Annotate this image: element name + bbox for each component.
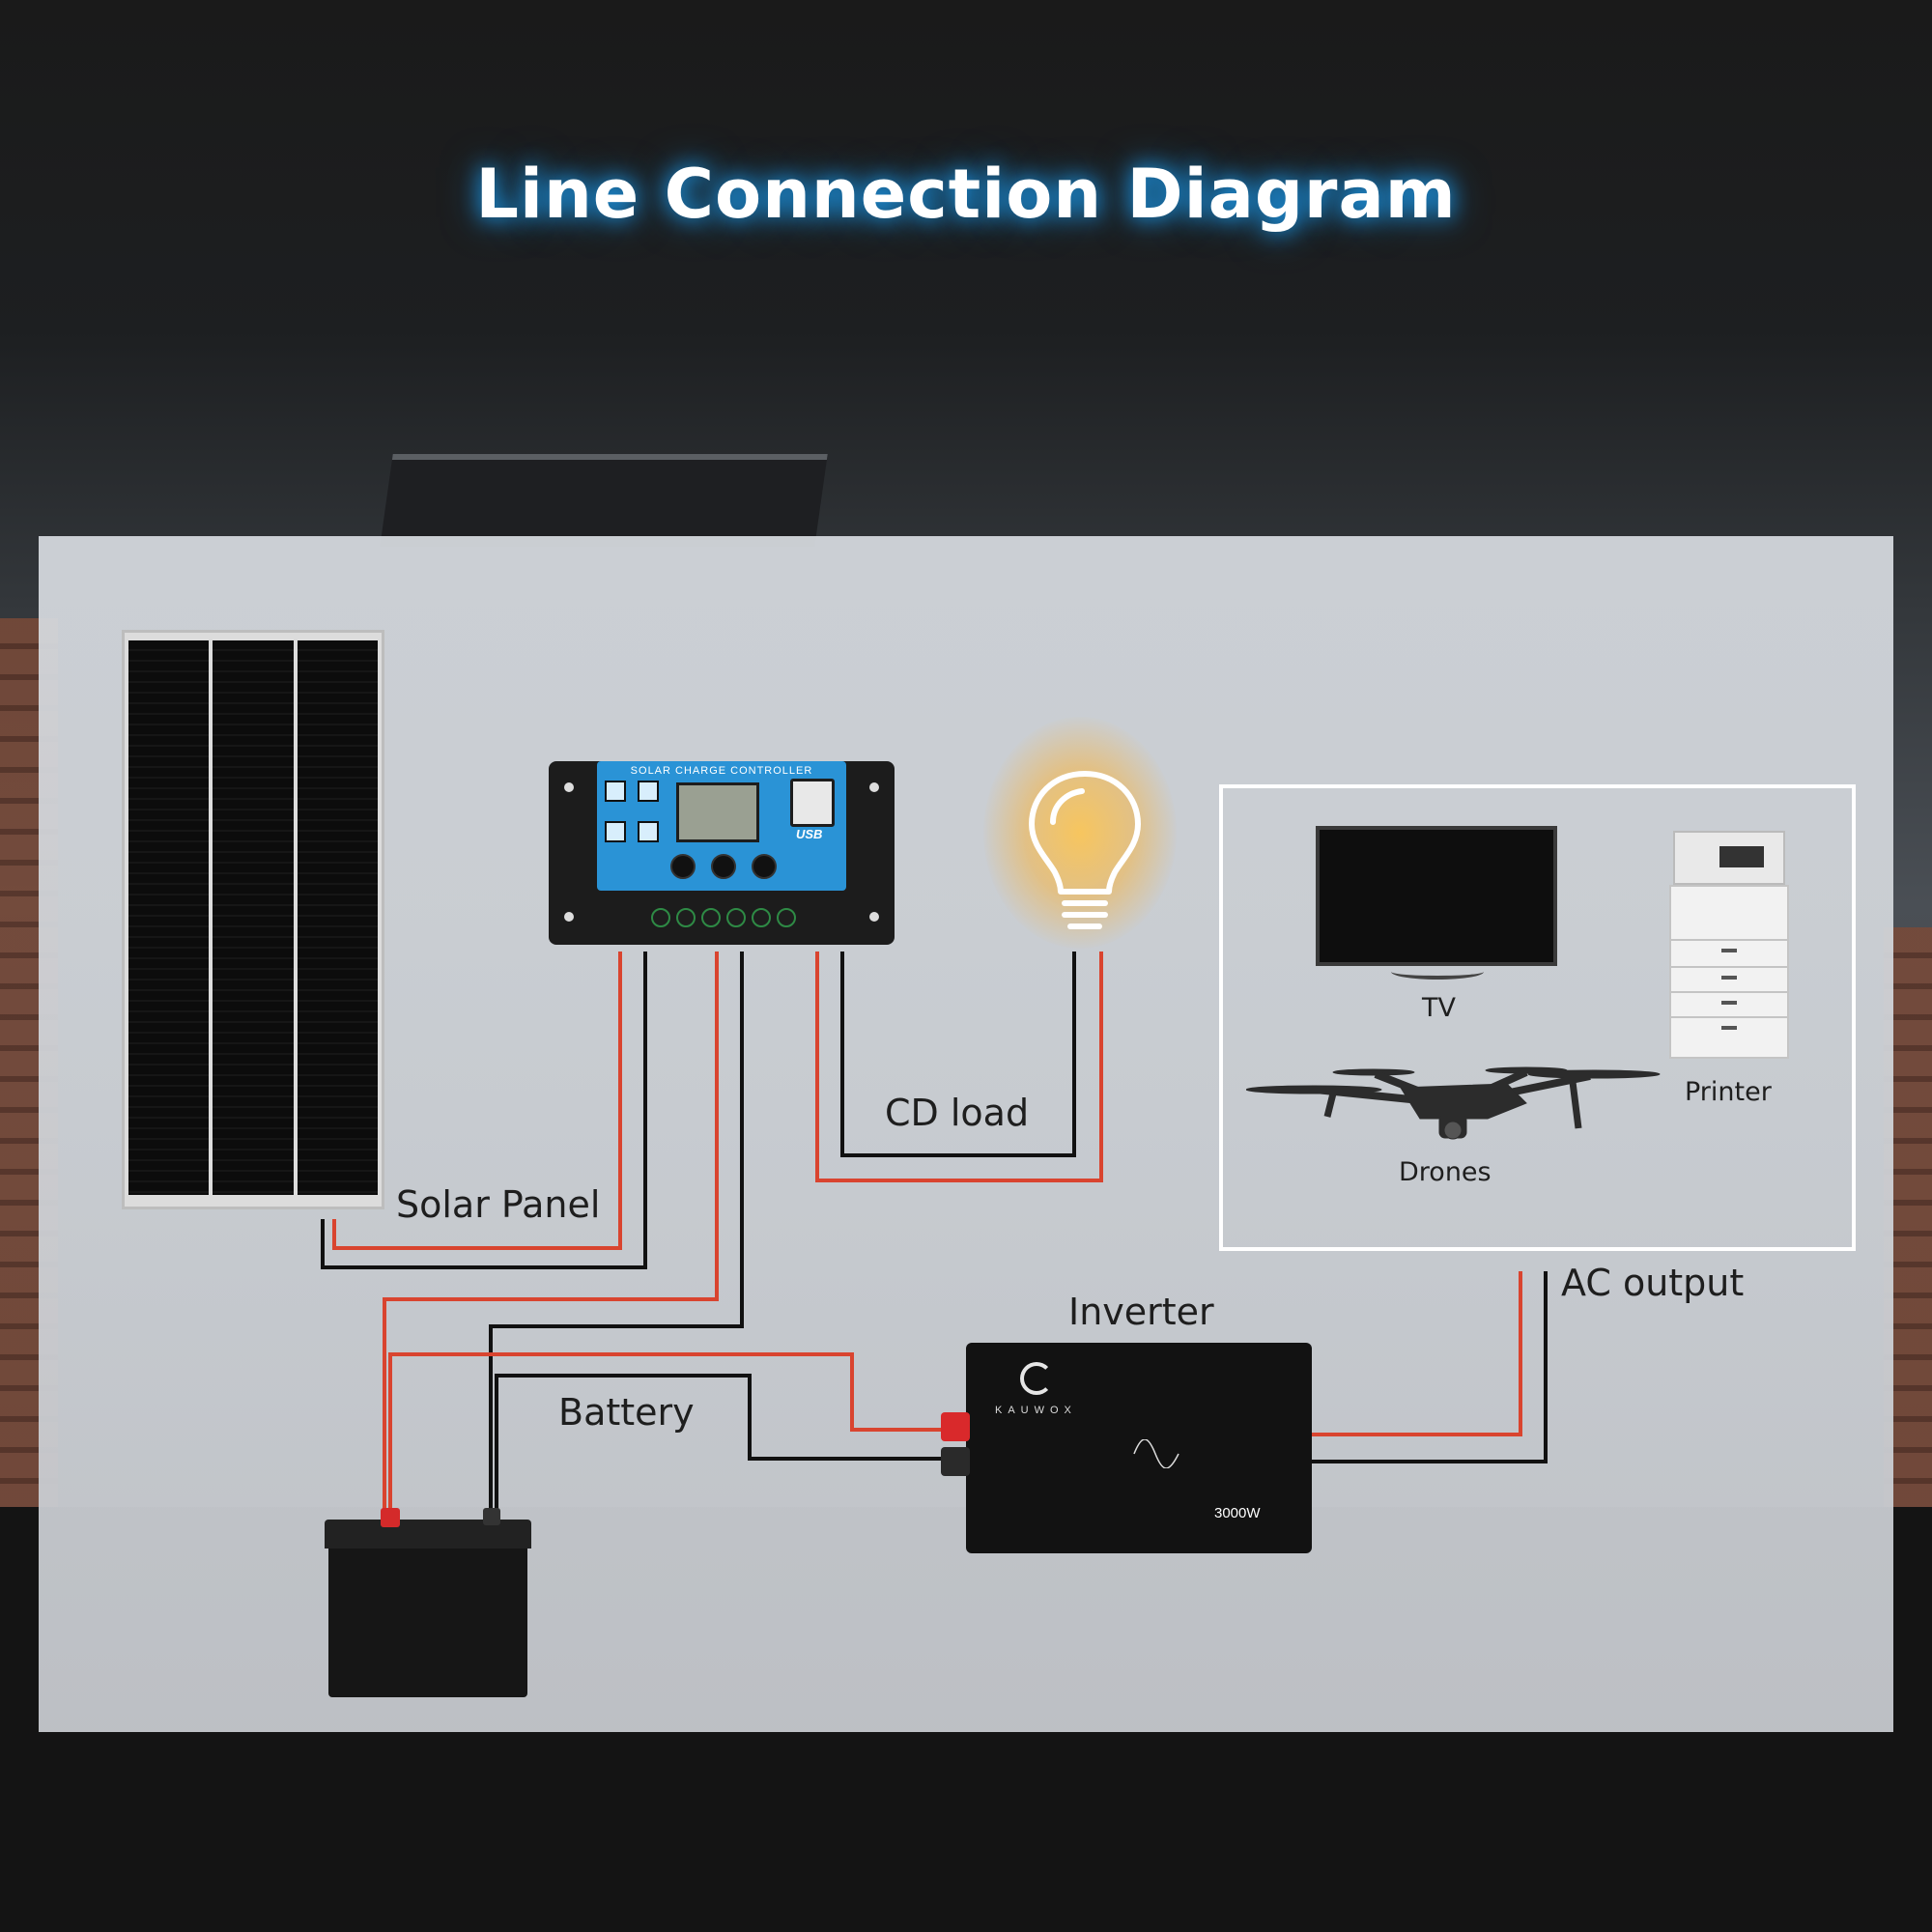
printer-screen — [1719, 846, 1764, 867]
battery-label: Battery — [558, 1391, 695, 1434]
controller-terminal — [777, 908, 796, 927]
inverter-negative-terminal — [941, 1447, 970, 1476]
solar-panel — [122, 630, 384, 1209]
wire-inverter-positive — [388, 1352, 943, 1550]
wire-ac-live — [1312, 1271, 1522, 1436]
bulb-glow — [983, 717, 1177, 949]
printer-handle — [1721, 976, 1737, 980]
wire-load-negative — [840, 952, 1076, 1157]
mount-hole — [869, 912, 879, 922]
tv-icon — [1316, 826, 1557, 966]
diagram-title: Line Connection Diagram — [475, 155, 1457, 234]
printer-handle — [1721, 1001, 1737, 1005]
printer-handle — [1721, 949, 1737, 952]
battery-positive-terminal — [381, 1508, 400, 1527]
controller-terminal — [752, 908, 771, 927]
controller-terminal — [676, 908, 696, 927]
battery-negative-terminal — [483, 1508, 500, 1525]
controller-terminal — [726, 908, 746, 927]
printer-icon — [1669, 831, 1789, 1061]
controller-lcd — [676, 782, 759, 842]
inverter-positive-terminal — [941, 1412, 970, 1441]
printer-drawer — [1671, 966, 1787, 968]
ac-output-label: AC output — [1561, 1262, 1745, 1304]
printer-label: Printer — [1685, 1077, 1772, 1107]
controller-button-up — [711, 854, 736, 879]
controller-button-menu — [670, 854, 696, 879]
controller-terminal — [701, 908, 721, 927]
solar-cell-column — [213, 640, 294, 1195]
solar-cell-column — [128, 640, 210, 1195]
mount-hole — [564, 912, 574, 922]
printer-drawer — [1671, 1016, 1787, 1018]
controller-title: SOLAR CHARGE CONTROLLER — [630, 765, 813, 777]
inverter-brand: KAUWOX — [995, 1405, 1077, 1416]
lock-icon — [638, 821, 659, 842]
controller-button-down — [752, 854, 777, 879]
charge-controller: SOLAR CHARGE CONTROLLER USB — [549, 761, 895, 945]
tv-label: TV — [1422, 993, 1456, 1023]
printer-drawer — [1671, 939, 1787, 941]
set-voltage-icon — [638, 781, 659, 802]
solar-panel-label: Solar Panel — [396, 1183, 601, 1226]
wire-panel-negative — [321, 952, 647, 1269]
wire-load-positive — [815, 952, 1103, 1182]
usb-port-icon — [790, 779, 835, 827]
controller-face: SOLAR CHARGE CONTROLLER USB — [597, 761, 846, 891]
inverter-rating: 3000W — [1214, 1505, 1261, 1521]
wire-ac-neutral — [1312, 1271, 1548, 1463]
ac-devices-box — [1219, 784, 1856, 1251]
sine-wave-icon — [1133, 1439, 1179, 1468]
brand-logo-icon — [1020, 1362, 1053, 1395]
solar-cell-column — [297, 640, 378, 1195]
wire-battery-positive — [383, 952, 719, 1550]
battery-icon — [325, 1508, 531, 1697]
drones-label: Drones — [1399, 1157, 1492, 1187]
wire-battery-negative — [489, 952, 744, 1544]
inverter-label: Inverter — [1068, 1291, 1214, 1333]
printer-scanner — [1673, 831, 1785, 885]
battery-lid — [325, 1520, 531, 1548]
wire-panel-positive — [332, 952, 622, 1250]
wire-inverter-negative — [495, 1374, 943, 1544]
controller-terminal — [651, 908, 670, 927]
printer-body — [1669, 885, 1789, 1059]
printer-drawer — [1671, 991, 1787, 993]
mcu-control-icon — [605, 781, 626, 802]
drone-icon — [1246, 1066, 1661, 1140]
mount-hole — [869, 782, 879, 792]
mount-hole — [564, 782, 574, 792]
inverter-icon: KAUWOX 3000W — [941, 1343, 1312, 1553]
timer-icon — [605, 821, 626, 842]
light-bulb-icon — [1029, 771, 1141, 929]
tv-stand — [1391, 964, 1484, 980]
usb-label: USB — [796, 827, 823, 841]
printer-handle — [1721, 1026, 1737, 1030]
cd-load-label: CD load — [885, 1092, 1030, 1134]
